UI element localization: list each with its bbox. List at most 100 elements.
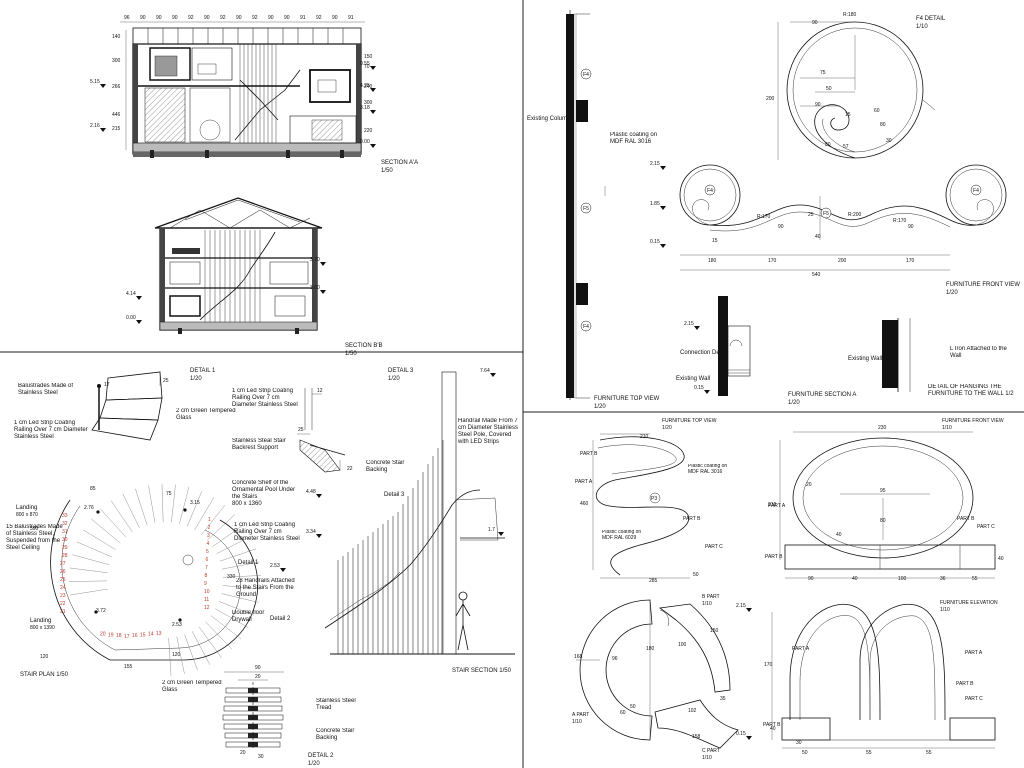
- br-part-dim: 60: [620, 710, 626, 716]
- br-top-view-drawing: [592, 433, 690, 579]
- br-elev-dim: 50: [802, 750, 808, 756]
- br-elev-dim: 170: [764, 662, 773, 668]
- stair-tread-line: [187, 491, 202, 527]
- tread-backing: [248, 733, 258, 738]
- stair-tread-line: [76, 541, 112, 558]
- stair-step-number: 23: [60, 593, 66, 599]
- stair-tread-line: [70, 588, 108, 596]
- stair-plan-dim: 85: [90, 486, 96, 492]
- stair-section-drawing: 7.644.483.342.531.7: [270, 368, 515, 655]
- br-c-part-label: C PART: [702, 748, 720, 754]
- section-b-level: 3.70: [310, 257, 320, 263]
- br-front-dim: 230: [878, 425, 887, 431]
- br-b-part-label: B PART: [702, 594, 720, 600]
- br-elev-dim: 40: [770, 726, 776, 732]
- stair-tread-line: [69, 567, 108, 573]
- stair-step-number: 11: [204, 597, 209, 603]
- furniture-top-tag: F4: [583, 72, 589, 78]
- stair-section-level-marker: [316, 534, 322, 538]
- section-b-level-marker: [320, 262, 326, 266]
- stair-tread-line: [148, 485, 156, 523]
- stair-tread-line: [168, 637, 172, 676]
- stair-plan-dim: 75: [166, 491, 172, 497]
- br-top-scale: 1/20: [662, 425, 672, 431]
- existing-column-label: Existing Column: [527, 116, 570, 122]
- l-iron-note: L Iron Attached to the Wall: [950, 346, 1007, 359]
- furniture-section-level: 2.15: [684, 321, 694, 327]
- furniture-section-levels: 2.150.15: [684, 321, 710, 394]
- stair-plan-dim: 2.53: [172, 622, 182, 628]
- furniture-front-tag: F5: [823, 211, 829, 217]
- stair-step-number: 27: [60, 561, 66, 567]
- section-b-title: SECTION B'B: [345, 343, 383, 349]
- section-a-top-dim: 92: [220, 15, 226, 21]
- stair-tread-line: [179, 486, 190, 524]
- section-a-top-dim: 96: [124, 15, 130, 21]
- br-front-dim: 95: [880, 488, 886, 494]
- section-a-right-dim: 150: [364, 54, 373, 60]
- tread-backing: [248, 688, 258, 693]
- stair-step-number: 2: [208, 525, 211, 531]
- br-part-dim: 158: [692, 734, 701, 740]
- stair-step-number: 18: [116, 633, 122, 639]
- br-front-dim: 90: [808, 576, 814, 582]
- f4-dim: 90: [815, 102, 821, 108]
- section-a-right-dim: 300: [364, 100, 373, 106]
- double-floor-note: Double floor Drywall: [232, 610, 264, 623]
- br-elev-title: FURNITURE ELEVATION: [940, 600, 998, 606]
- stair-plan-dim: 3.72: [96, 608, 106, 614]
- br-front-dim: 40: [836, 532, 842, 538]
- stair-section-level-marker: [316, 494, 322, 498]
- detail-1-scale: 1/20: [190, 376, 202, 382]
- stair-tread-line: [201, 504, 226, 535]
- stair-step-number: 10: [204, 589, 210, 595]
- section-a-top-dim: 90: [268, 15, 274, 21]
- section-a-top-dim: 90: [140, 15, 146, 21]
- br-front-dim: 55: [972, 576, 978, 582]
- br-part-dim: 100: [678, 642, 687, 648]
- stair-tread-line: [100, 508, 127, 538]
- furniture-front-tag: F4: [973, 188, 979, 194]
- br-front-part-b: PART B: [957, 516, 975, 522]
- detail-2-drawing: [222, 671, 284, 748]
- section-a-level-marker: [370, 110, 376, 114]
- section-a-top-dim: 92: [252, 15, 258, 21]
- connection-detail-label: Connection Detail: [680, 350, 727, 356]
- br-top-coating-2: Plastic coating on MDF RAL 6029: [602, 530, 641, 541]
- br-top-dim-210: 210: [640, 434, 649, 440]
- br-elev-dim: 55: [926, 750, 932, 756]
- stair-tread-line: [191, 631, 211, 665]
- section-a-left-dim: 446: [112, 112, 121, 118]
- stair-tread-line: [171, 484, 176, 523]
- furniture-top-tag: F5: [583, 206, 589, 212]
- stair-section-level-marker: [280, 568, 286, 572]
- stair-plan-dim: 390: [30, 526, 39, 532]
- stair-tread-line: [221, 593, 259, 603]
- stair-step-number: 9: [204, 581, 207, 587]
- section-a-right-dim: 70: [364, 64, 370, 70]
- f4-detail-scale: 1/10: [916, 24, 928, 30]
- stair-step-number: 14: [148, 632, 154, 638]
- br-top-dim-460: 460: [580, 501, 589, 507]
- stair-plan-dim: 120: [172, 652, 181, 658]
- detail-2-glass-note: 2 cm Green Tempered Glass: [162, 680, 222, 693]
- br-elev-part-a1: PART A: [792, 646, 810, 652]
- section-a-level-marker: [370, 144, 376, 148]
- br-front-dim: 40: [852, 576, 858, 582]
- stair-step-number: 6: [206, 557, 209, 563]
- detail-1-dim-25: 25: [163, 378, 169, 384]
- section-a-level-marker: [370, 66, 376, 70]
- furniture-front-scale: 1/20: [946, 290, 958, 296]
- stair-step-number: 24: [60, 585, 66, 591]
- br-top-part-b: PART B: [580, 451, 598, 457]
- br-top-tag: P3: [651, 496, 657, 502]
- br-part-dim: 150: [710, 628, 719, 634]
- detail-2-dim-30: 30: [258, 754, 264, 760]
- stair-tread-line: [194, 497, 215, 531]
- detail-2-dim-90: 90: [255, 665, 261, 671]
- tread-backing: [248, 724, 258, 729]
